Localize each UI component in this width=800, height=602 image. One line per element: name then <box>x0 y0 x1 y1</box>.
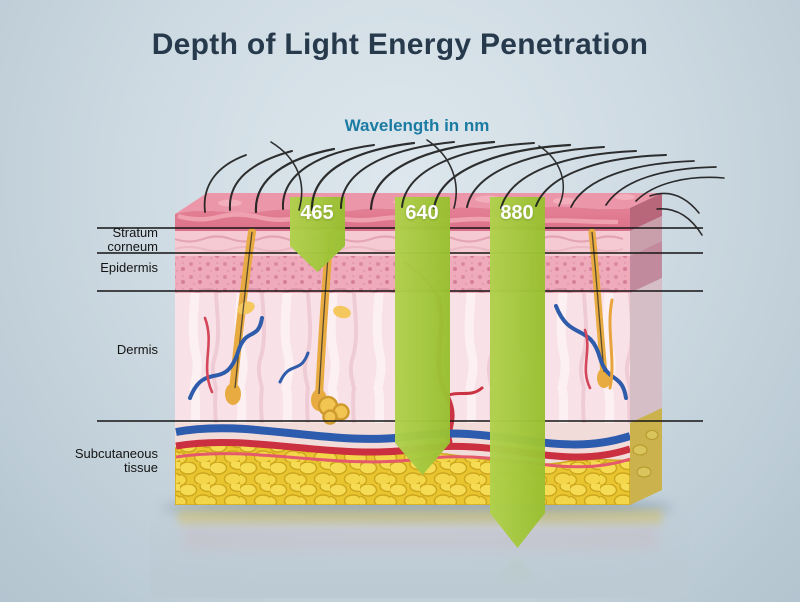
layer-label-subcutaneous-tissue: Subcutaneous tissue <box>74 446 158 476</box>
page-title: Depth of Light Energy Penetration <box>151 28 649 61</box>
layer-label-epidermis: Epidermis <box>100 260 158 275</box>
hair-follicles <box>225 228 611 425</box>
arrow-880 <box>490 197 545 548</box>
arrow-465 <box>290 197 345 272</box>
wavelength-label-465: 465 <box>300 202 334 224</box>
layer-label-dermis: Dermis <box>116 342 158 357</box>
hair-strands <box>203 139 725 236</box>
wavelength-label-880: 880 <box>500 202 534 224</box>
wavelength-label-640: 640 <box>405 202 439 224</box>
arrow-640 <box>395 197 450 475</box>
penetration-arrows <box>290 197 545 548</box>
layer-label-stratum-corneum: Stratum corneum <box>107 225 158 255</box>
skin-side-face <box>630 193 662 505</box>
reflection <box>150 506 690 598</box>
wavelength-axis-title: Wavelength in nm <box>344 116 490 135</box>
